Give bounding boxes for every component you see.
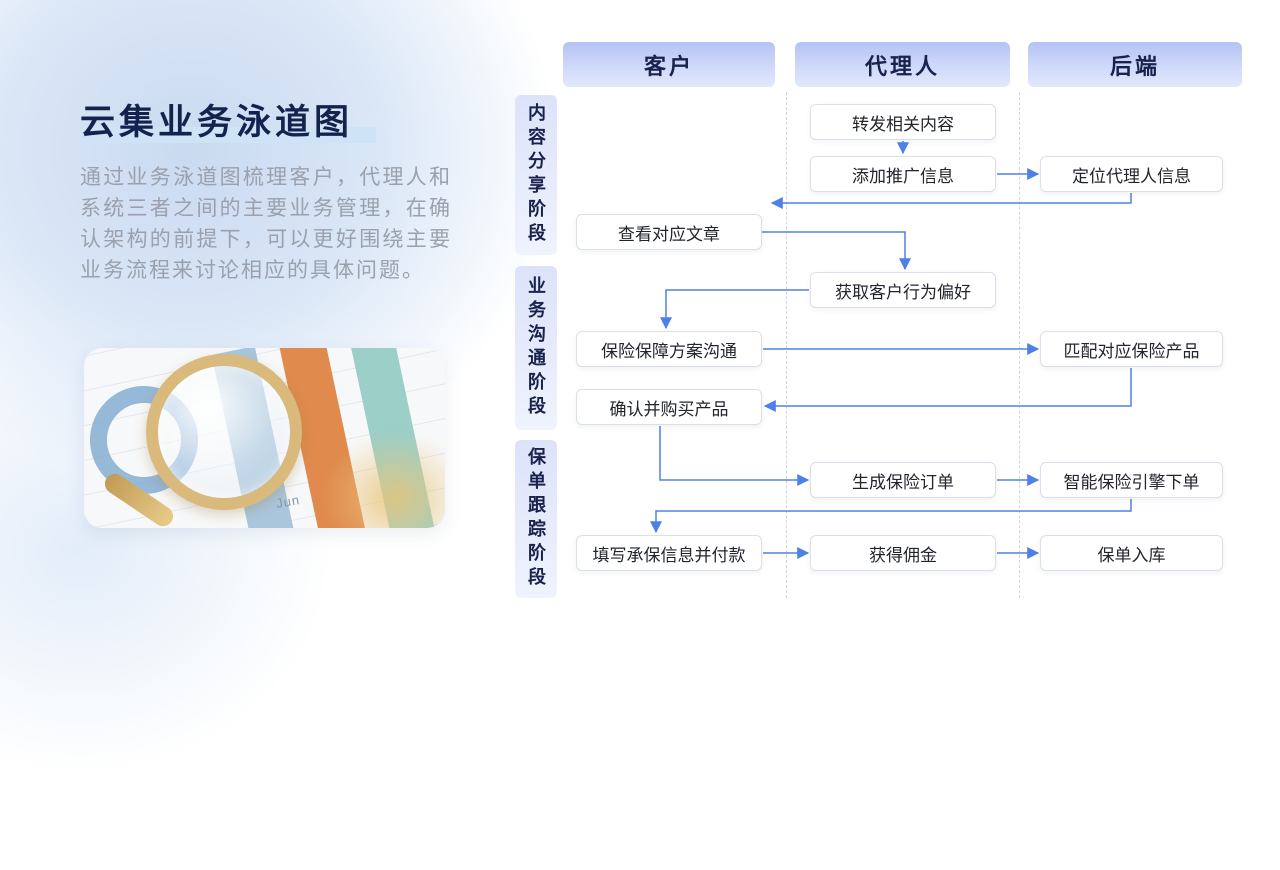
phase-policy-tracking: 保单跟踪阶段 (515, 440, 557, 598)
edge-engineorder-to-fillpay (650, 499, 1132, 534)
magnifier-lens-icon (146, 354, 302, 510)
node-insurance-plan-communication: 保险保障方案沟通 (576, 331, 762, 367)
lane-header-backend: 后端 (1028, 42, 1242, 87)
page-title: 云集业务泳道图 (80, 103, 354, 142)
node-policy-storage: 保单入库 (1040, 535, 1223, 571)
phase-business-communication: 业务沟通阶段 (515, 266, 557, 430)
title-highlight-bar (80, 127, 376, 143)
lane-header-agent: 代理人 (795, 42, 1010, 87)
node-get-commission: 获得佣金 (810, 535, 996, 571)
phase-content-sharing: 内容分享阶段 (515, 95, 557, 255)
node-confirm-purchase: 确认并购买产品 (576, 389, 762, 425)
node-smart-engine-order: 智能保险引擎下单 (1040, 462, 1223, 498)
lane-separator-2 (1019, 92, 1020, 598)
node-view-article: 查看对应文章 (576, 214, 762, 250)
edge-matchproduct-to-confirmbuy (763, 368, 1132, 412)
left-gradient (0, 230, 440, 870)
chart-photo: Jun (84, 348, 445, 528)
lane-header-customer: 客户 (563, 42, 775, 87)
description-text: 通过业务泳道图梳理客户，代理人和系统三者之间的主要业务管理，在确认架构的前提下，… (80, 166, 452, 282)
node-match-insurance-product: 匹配对应保险产品 (1040, 331, 1223, 367)
node-generate-order: 生成保险订单 (810, 462, 996, 498)
edge-locateagent-to-viewarticle (770, 193, 1132, 209)
node-add-promo-info: 添加推广信息 (810, 156, 996, 192)
lane-separator-1 (786, 92, 787, 598)
edge-viewarticle-to-preference (762, 231, 911, 271)
node-get-customer-preference: 获取客户行为偏好 (810, 272, 996, 308)
node-forward-content: 转发相关内容 (810, 104, 996, 140)
gold-glow (320, 433, 445, 528)
node-fill-info-and-pay: 填写承保信息并付款 (576, 535, 762, 571)
node-locate-agent-info: 定位代理人信息 (1040, 156, 1223, 192)
